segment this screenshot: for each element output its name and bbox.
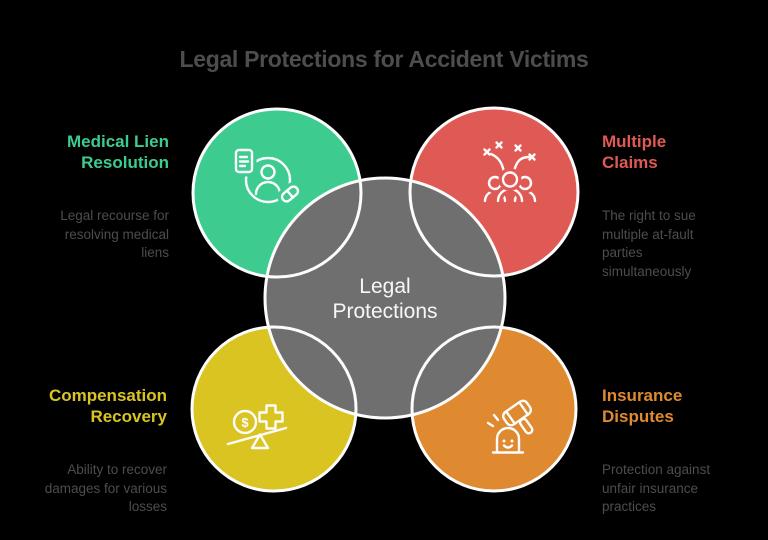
figure-smile [502, 444, 514, 449]
gavel-icon [501, 399, 534, 435]
multiple-claims-circle-outline [408, 106, 580, 278]
balance-beam [226, 426, 288, 446]
spark-x-marks [483, 141, 536, 161]
section-heading: Multiple Claims [602, 132, 667, 172]
center-circle-outline [263, 176, 507, 420]
section-description: Legal recourse for resolving medical lie… [60, 208, 169, 260]
section-description: The right to sue multiple at-fault parti… [602, 208, 696, 279]
pill-icon [277, 182, 303, 206]
impact-sparks [486, 413, 500, 428]
insurance-disputes-icon [486, 399, 534, 454]
person-middle-head [501, 171, 519, 188]
section-description: Ability to recover damages for various l… [44, 462, 167, 514]
pill-divider [285, 189, 295, 199]
person-head [260, 164, 276, 180]
section-medical-lien-resolution: Medical Lien Resolution Legal recourse f… [9, 113, 169, 281]
section-compensation-recovery: Compensation Recovery Ability to recover… [5, 367, 167, 535]
section-heading: Insurance Disputes [602, 386, 683, 426]
section-multiple-claims: Multiple Claims The right to sue multipl… [602, 113, 762, 299]
medical-lien-circle-outline [191, 107, 363, 279]
figure-eye-right [510, 439, 514, 443]
dollar-coin-icon [232, 409, 258, 435]
section-description: Protection against unfair insurance prac… [602, 462, 711, 514]
document-lines [238, 155, 250, 168]
dollar-sign: $ [241, 415, 249, 430]
center-label: Legal Protections [332, 275, 438, 323]
gavel-handle [518, 417, 534, 435]
section-heading: Compensation Recovery [48, 386, 167, 426]
person-shoulders [254, 180, 282, 196]
gavel-bands [504, 401, 530, 425]
person-ring [244, 156, 292, 204]
compensation-recovery-circle-outline [190, 325, 358, 493]
multiple-claims-icon [483, 141, 537, 206]
document-icon [234, 148, 254, 174]
balance-fulcrum [250, 433, 270, 450]
medical-cross-icon [258, 404, 284, 430]
section-insurance-disputes: Insurance Disputes Protection against un… [602, 367, 762, 535]
spark-curve-left [489, 152, 506, 174]
medical-lien-resolution-icon [231, 145, 303, 206]
insurance-disputes-circle-outline [410, 325, 578, 493]
compensation-recovery-icon: $ [226, 404, 288, 450]
center-circle [265, 178, 505, 418]
section-heading: Medical Lien Resolution [66, 132, 169, 172]
figure-eye-left [502, 439, 506, 443]
figure-body [495, 426, 521, 454]
page-title: Legal Protections for Accident Victims [179, 46, 589, 72]
